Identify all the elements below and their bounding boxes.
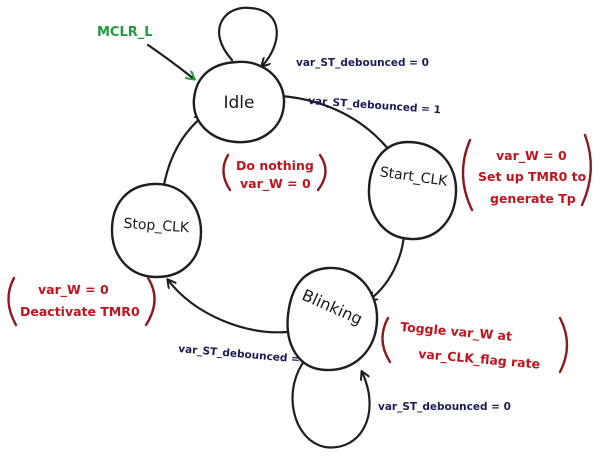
state-start-clk: Start_CLK: [367, 140, 458, 241]
stop-clk-action-line-1: var_W = 0: [38, 282, 109, 298]
start-clk-action-line-1: var_W = 0: [496, 148, 567, 164]
start-clk-action-annotation: var_W = 0 Set up TMR0 to generate Tp: [461, 133, 593, 212]
blinking-self-transition-label: var_ST_debounced = 0: [378, 401, 511, 413]
blinking-action-annotation: Toggle var_W at var_CLK_flag rate: [381, 316, 569, 374]
start-clk-action-line-3: generate Tp: [490, 191, 576, 206]
idle-action-annotation: Do nothing var_W = 0: [222, 153, 327, 192]
stop-to-idle-arrow: [161, 116, 203, 192]
idle-to-start-arrow: [280, 94, 393, 155]
reset-arrow: [146, 43, 194, 79]
idle-to-start-transition-label: var_ST_debounced = 1: [308, 95, 441, 116]
blinking-action-line-1: Toggle var_W at: [400, 319, 513, 345]
idle-self-transition-label: var_ST_debounced = 0: [296, 57, 429, 69]
idle-self-loop-arrow: [218, 6, 278, 66]
idle-action-line-1: Do nothing: [236, 158, 314, 173]
state-stop-clk-label: Stop_CLK: [123, 216, 190, 237]
start-to-blinking-arrow: [369, 233, 406, 300]
idle-action-line-2: var_W = 0: [240, 176, 311, 192]
stop-clk-action-annotation: var_W = 0 Deactivate TMR0: [7, 276, 156, 327]
stop-clk-action-line-2: Deactivate TMR0: [20, 304, 140, 319]
reset-label: MCLR_L: [97, 25, 153, 40]
state-idle-label: Idle: [224, 93, 255, 113]
blinking-action-line-2: var_CLK_flag rate: [418, 346, 541, 373]
state-blinking: Blinking: [286, 266, 379, 372]
blinking-to-stop-arrow: [168, 280, 289, 334]
state-idle: Idle: [192, 60, 286, 144]
blinking-self-loop-arrow: [291, 358, 371, 449]
start-clk-action-line-2: Set up TMR0 to: [478, 169, 587, 184]
state-stop-clk: Stop_CLK: [110, 182, 203, 279]
